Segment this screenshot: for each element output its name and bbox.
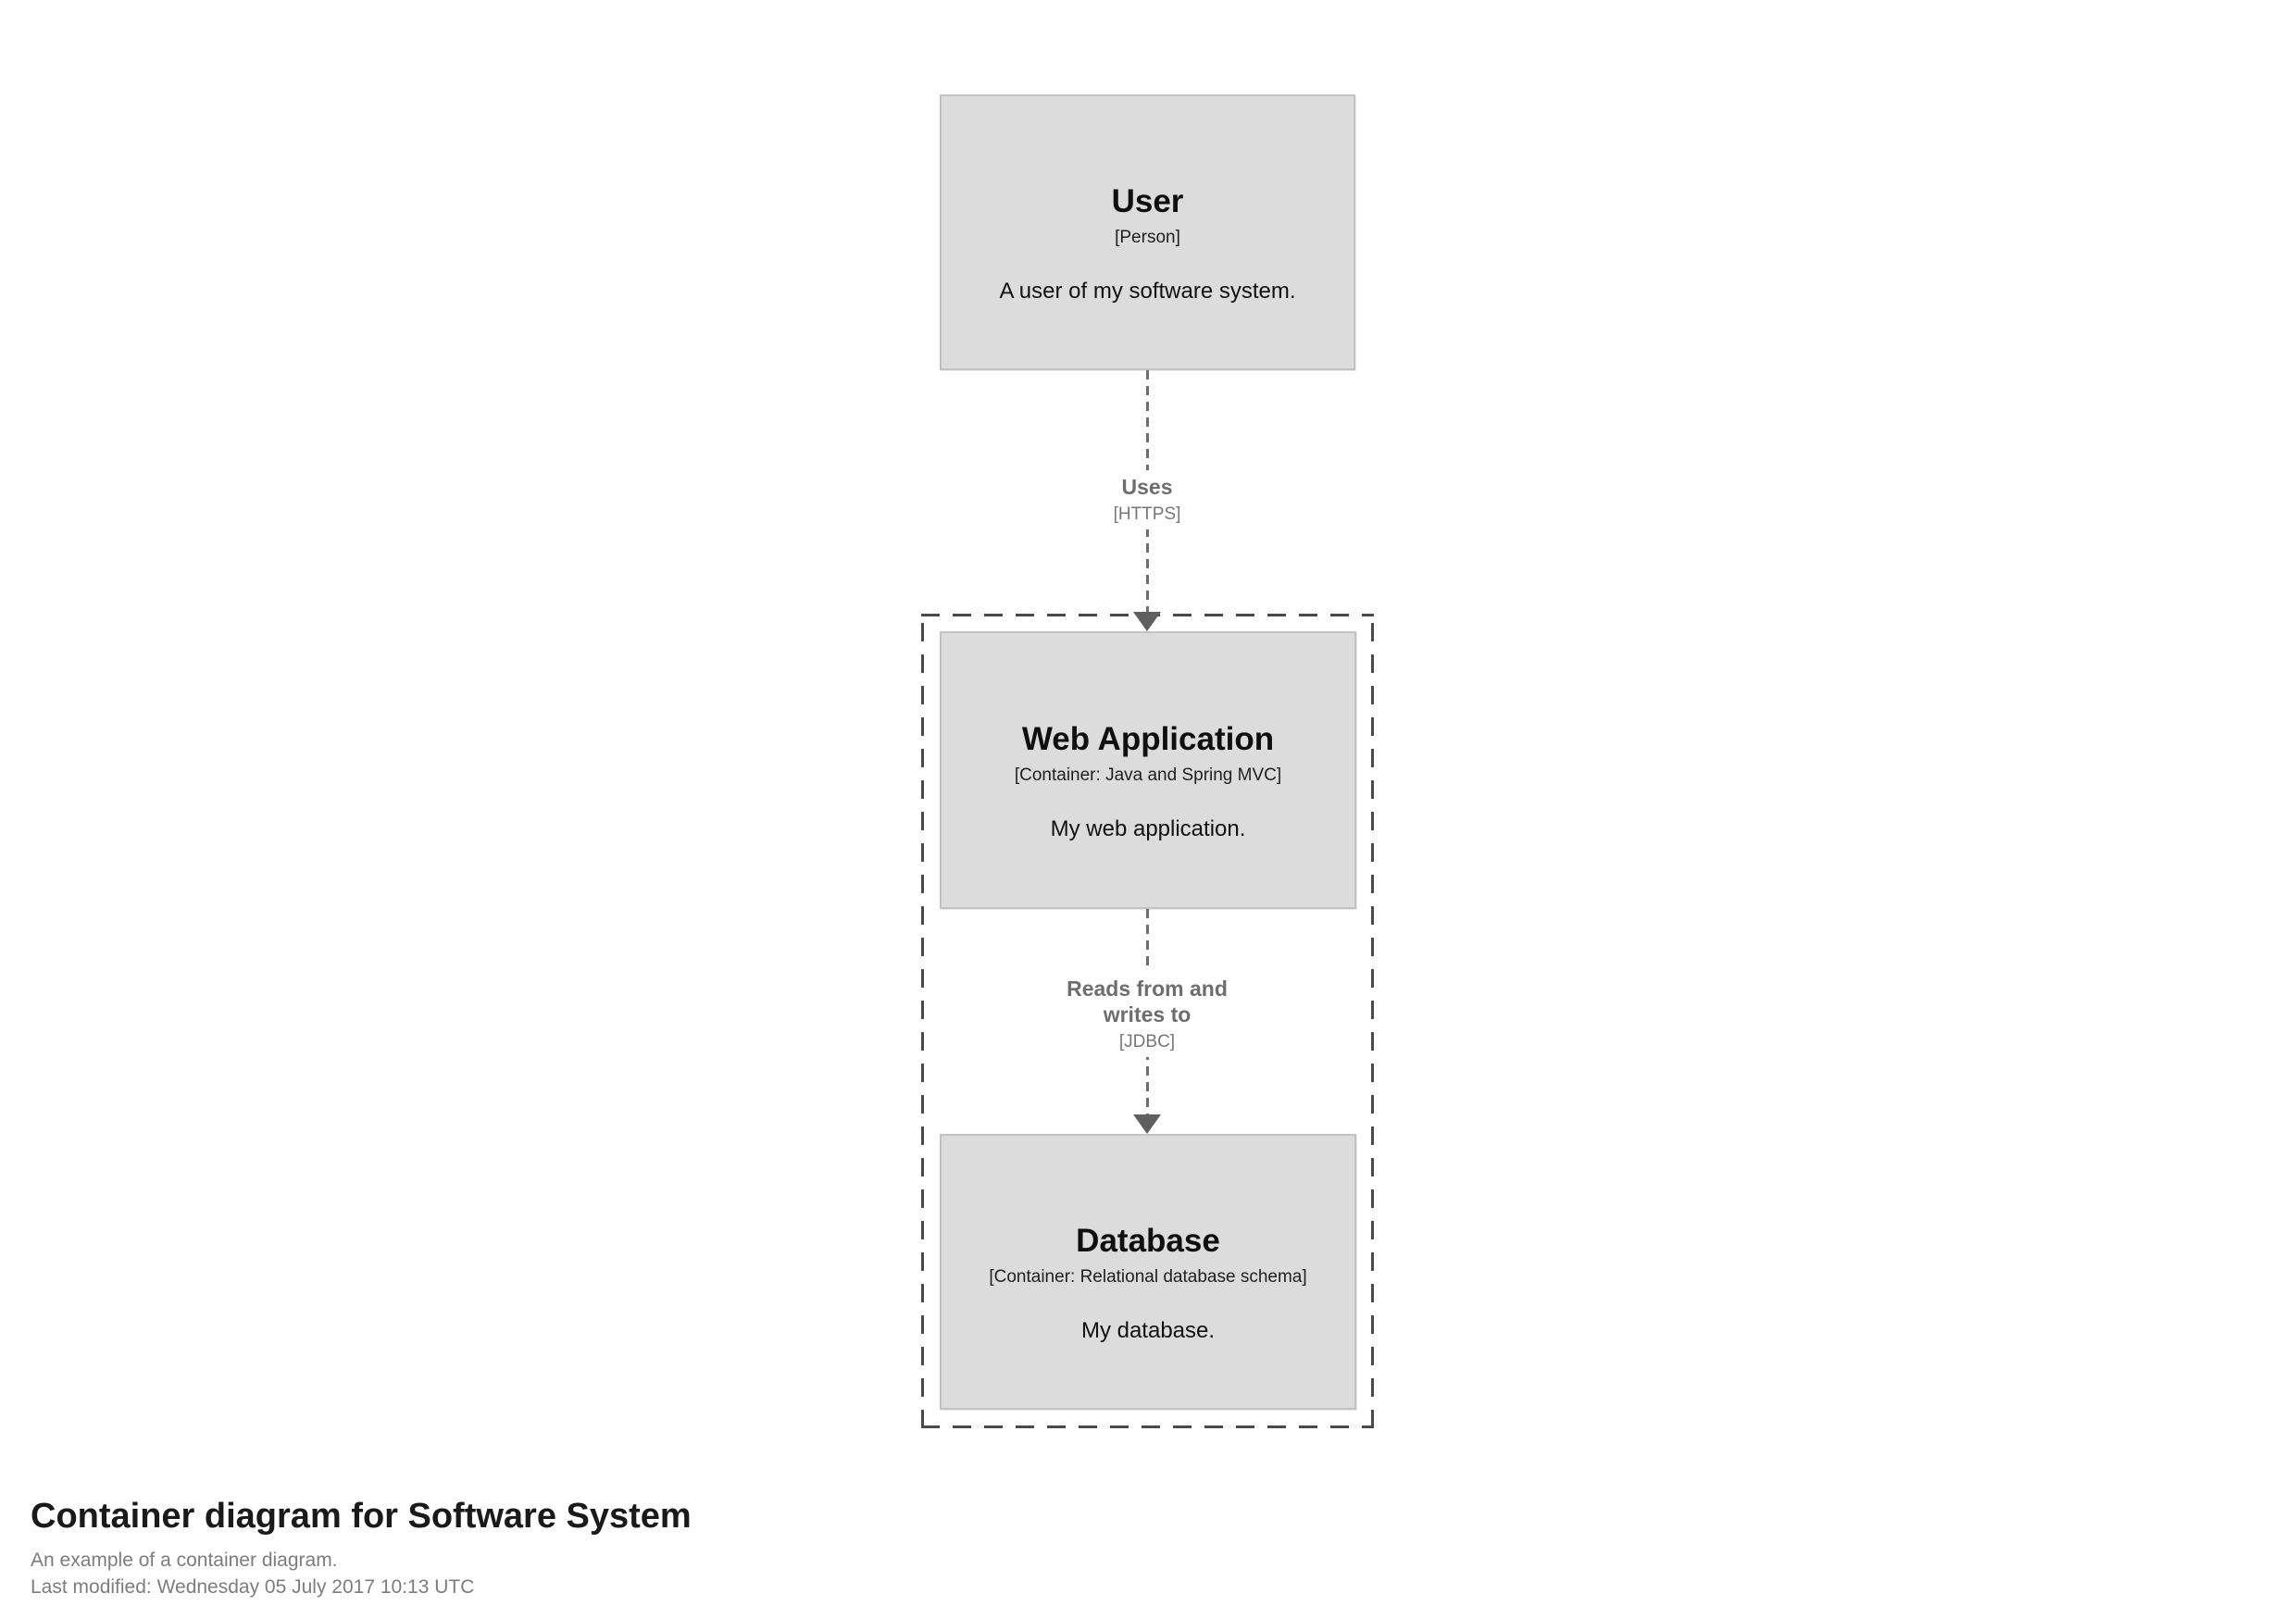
diagram-last-modified: Last modified: Wednesday 05 July 2017 10… (31, 1575, 475, 1598)
relationship-reads-writes-label: Reads from and writes to [JDBC] (1055, 972, 1239, 1057)
node-user-meta: [Person] (1115, 228, 1180, 248)
node-user-title: User (1111, 183, 1184, 220)
node-database-meta: [Container: Relational database schema] (989, 1267, 1307, 1288)
relationship-reads-writes-label-line2: writes to (1103, 1002, 1192, 1027)
relationship-reads-writes-label-text: Reads from and writes to (1067, 976, 1228, 1027)
node-web-application-meta: [Container: Java and Spring MVC] (1014, 765, 1282, 786)
node-database-description: My database. (1080, 1318, 1216, 1344)
node-user: User [Person] A user of my software syst… (940, 94, 1355, 370)
node-web-application-title: Web Application (1021, 721, 1275, 758)
diagram-title: Container diagram for Software System (31, 1497, 692, 1536)
relationship-uses-label: Uses [HTTPS] (1102, 470, 1192, 529)
relationship-uses-technology: [HTTPS] (1113, 504, 1181, 525)
node-web-application: Web Application [Container: Java and Spr… (940, 631, 1356, 909)
arrow-down-icon (1133, 1114, 1161, 1134)
diagram-footer: Container diagram for Software System An… (31, 1496, 692, 1599)
relationship-uses-label-text: Uses (1121, 475, 1173, 499)
relationship-reads-writes-label-line1: Reads from and (1067, 977, 1228, 1001)
node-web-application-description: My web application. (1050, 816, 1246, 842)
arrow-down-icon (1133, 612, 1161, 631)
diagram-description: An example of a container diagram. (31, 1549, 338, 1571)
node-database-title: Database (1076, 1223, 1220, 1260)
node-database: Database [Container: Relational database… (940, 1134, 1356, 1410)
node-user-description: A user of my software system. (999, 279, 1296, 305)
relationship-reads-writes-technology: [JDBC] (1118, 1032, 1176, 1052)
